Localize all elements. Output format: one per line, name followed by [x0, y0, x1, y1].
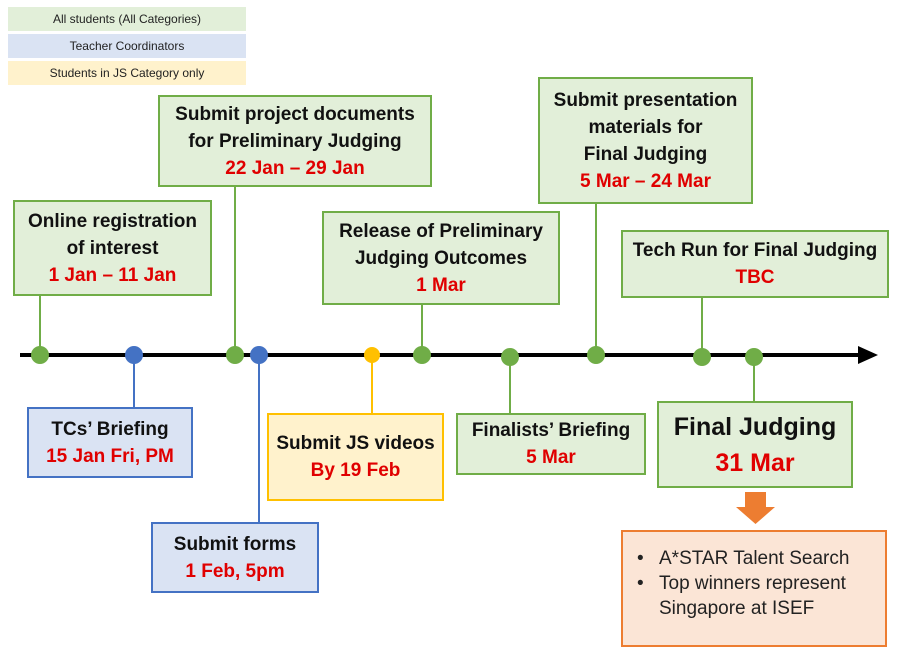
event-tech-run: Tech Run for Final Judging TBC — [621, 230, 889, 298]
dot-submit-project-docs — [226, 346, 244, 364]
event-submit-js-videos-title: Submit JS videos — [276, 433, 435, 454]
event-online-registration-title1: Online registration — [28, 210, 197, 232]
dot-finalists-briefing — [501, 348, 519, 366]
event-release-outcomes-date: 1 Mar — [416, 274, 466, 296]
event-submit-project-docs-date: 22 Jan – 29 Jan — [225, 157, 365, 179]
event-final-judging-date: 31 Mar — [715, 448, 795, 477]
legend-teacher-coordinators: Teacher Coordinators — [8, 34, 246, 58]
event-submit-presentation-title3: Final Judging — [583, 143, 708, 165]
event-final-judging: Final Judging 31 Mar — [657, 401, 853, 488]
event-finalists-briefing-title: Finalists’ Briefing — [471, 420, 631, 441]
legend-all-students: All students (All Categories) — [8, 7, 246, 31]
down-arrow-icon — [736, 492, 775, 524]
dot-submit-forms — [250, 346, 268, 364]
event-submit-js-videos: Submit JS videos By 19 Feb — [267, 413, 444, 501]
event-submit-forms-title: Submit forms — [173, 533, 297, 555]
event-submit-presentation-date: 5 Mar – 24 Mar — [580, 170, 711, 192]
event-tcs-briefing: TCs’ Briefing 15 Jan Fri, PM — [27, 407, 193, 478]
event-online-registration: Online registration of interest 1 Jan – … — [13, 200, 212, 296]
dot-submit-js-videos — [364, 347, 380, 363]
event-submit-project-docs-title1: Submit project documents — [175, 103, 415, 125]
event-submit-forms: Submit forms 1 Feb, 5pm — [151, 522, 319, 593]
event-release-outcomes: Release of Preliminary Judging Outcomes … — [322, 211, 560, 305]
dot-final-judging — [745, 348, 763, 366]
event-release-outcomes-title2: Judging Outcomes — [354, 247, 528, 269]
dot-tcs-briefing — [125, 346, 143, 364]
event-final-judging-title: Final Judging — [673, 412, 837, 441]
event-release-outcomes-title1: Release of Preliminary — [339, 220, 543, 242]
event-submit-project-docs: Submit project documents for Preliminary… — [158, 95, 432, 187]
outcome-item-talent-search: A*STAR Talent Search — [637, 546, 875, 571]
event-submit-presentation: Submit presentation materials for Final … — [538, 77, 753, 204]
event-tech-run-title: Tech Run for Final Judging — [632, 240, 878, 261]
dot-release-outcomes — [413, 346, 431, 364]
event-submit-project-docs-title2: for Preliminary Judging — [188, 130, 402, 152]
event-submit-forms-date: 1 Feb, 5pm — [185, 560, 285, 582]
event-submit-presentation-title2: materials for — [588, 116, 703, 138]
event-online-registration-date: 1 Jan – 11 Jan — [48, 264, 177, 286]
event-tcs-briefing-title: TCs’ Briefing — [51, 418, 169, 440]
event-submit-js-videos-date: By 19 Feb — [310, 460, 401, 481]
event-tcs-briefing-date: 15 Jan Fri, PM — [46, 445, 174, 467]
event-finalists-briefing: Finalists’ Briefing 5 Mar — [456, 413, 646, 475]
dot-tech-run — [693, 348, 711, 366]
dot-online-registration — [31, 346, 49, 364]
legend-js-only: Students in JS Category only — [8, 61, 246, 85]
event-online-registration-title2: of interest — [66, 237, 159, 259]
timeline-arrowhead — [858, 346, 878, 364]
outcomes-list: A*STAR Talent Search Top winners represe… — [633, 546, 875, 621]
event-finalists-briefing-date: 5 Mar — [526, 447, 576, 468]
outcome-item-top-winners: Top winners represent Singapore at ISEF — [637, 571, 875, 621]
dot-submit-presentation — [587, 346, 605, 364]
outcomes-box: A*STAR Talent Search Top winners represe… — [621, 530, 887, 647]
event-tech-run-date: TBC — [735, 267, 775, 288]
event-submit-presentation-title1: Submit presentation — [553, 89, 738, 111]
